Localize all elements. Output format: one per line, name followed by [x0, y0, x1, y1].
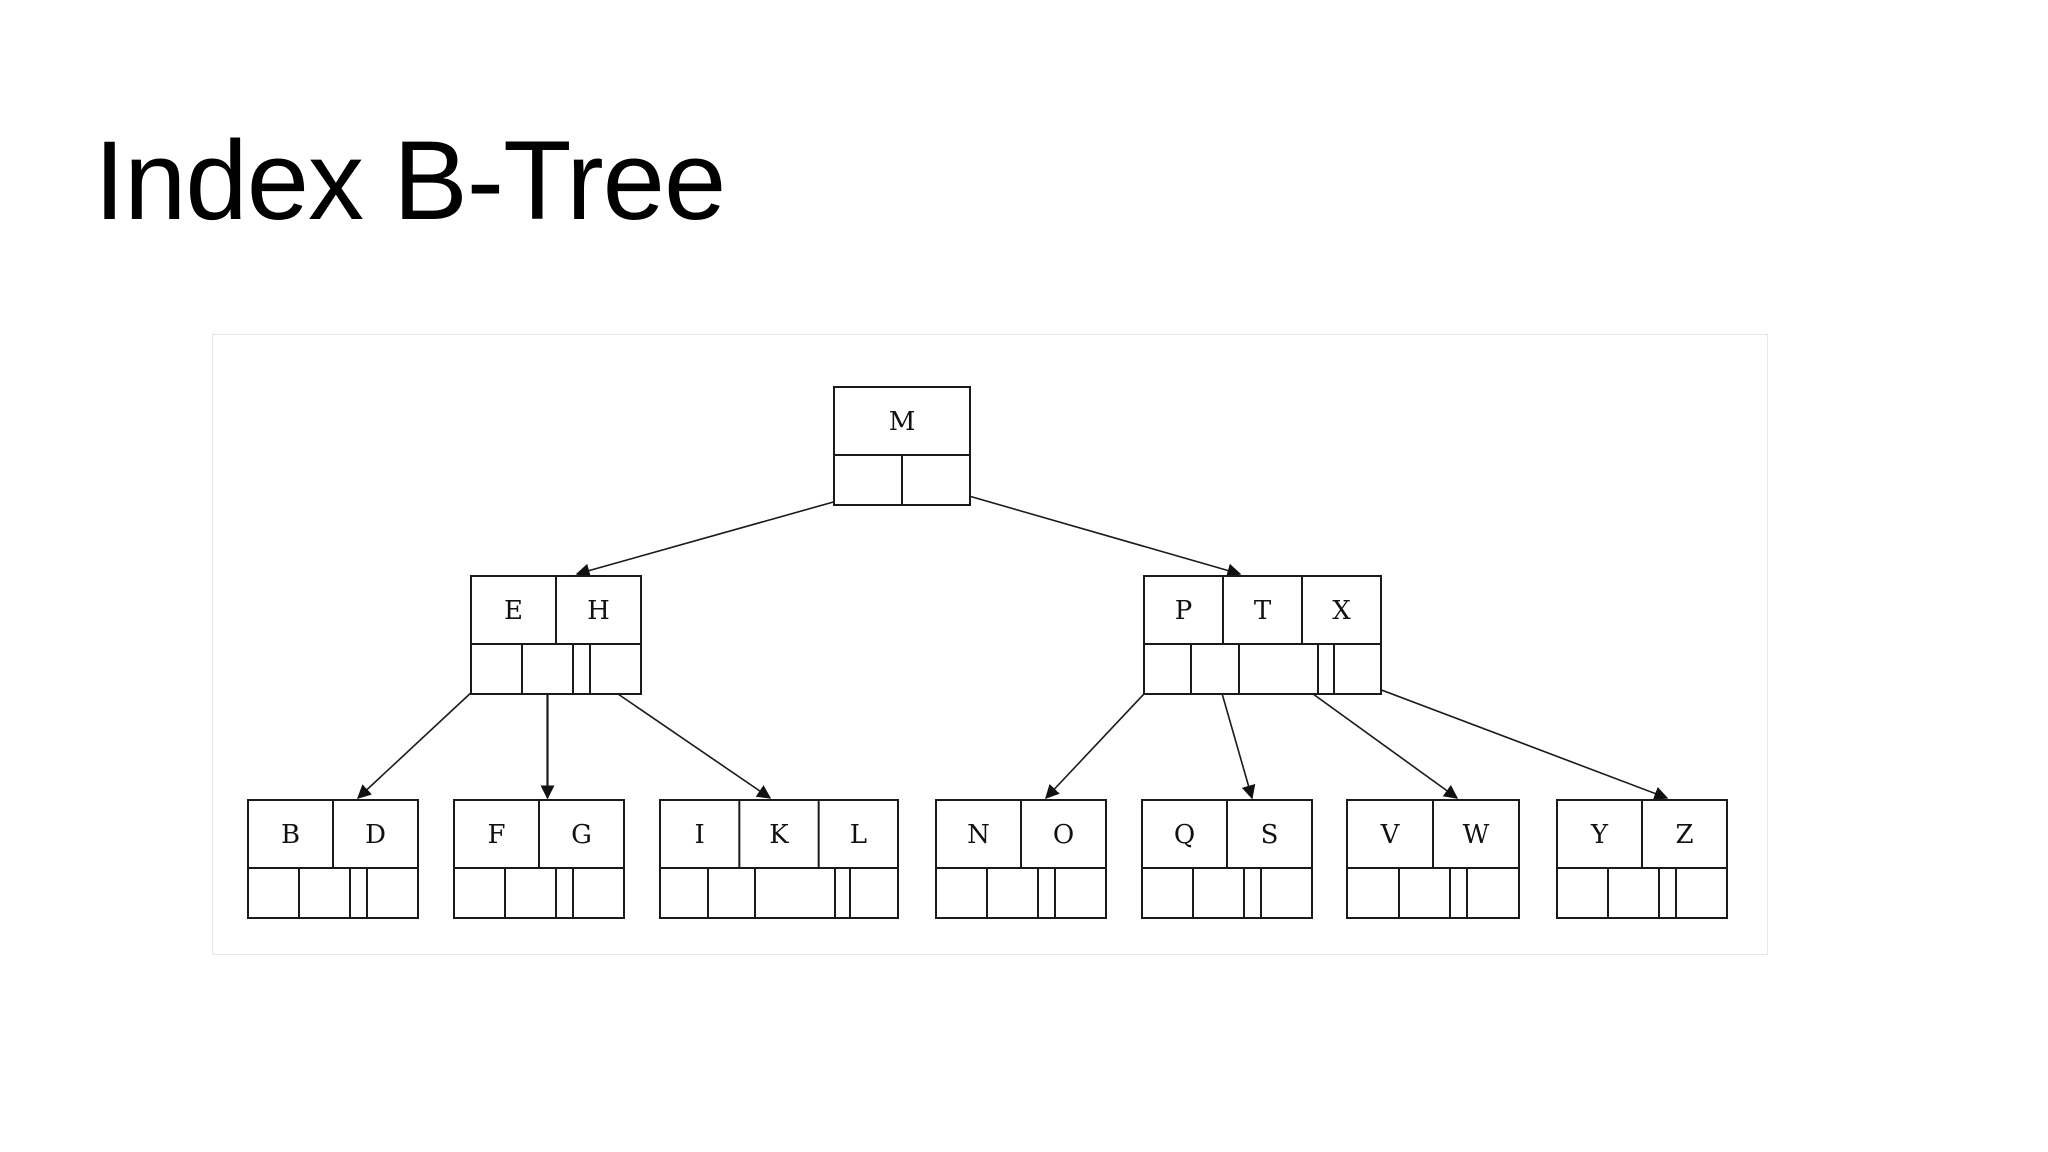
node-pointer-row	[470, 643, 642, 695]
node-key: L	[850, 820, 867, 850]
node-key-row	[659, 799, 899, 869]
node-key: Z	[1675, 820, 1693, 850]
node-pointer-row	[1346, 867, 1520, 919]
node-key: M	[889, 407, 916, 437]
node-pointer-row	[1556, 867, 1728, 919]
node-key: H	[587, 596, 610, 626]
slide-title: Index B-Tree	[94, 118, 726, 243]
node-key: X	[1332, 596, 1351, 626]
node-key: F	[487, 820, 505, 850]
node-pointer-row	[453, 867, 625, 919]
node-pointer-row	[247, 867, 419, 919]
node-pointer-row	[1141, 867, 1313, 919]
node-pointer-row	[659, 867, 899, 919]
node-key: N	[967, 820, 990, 850]
node-key: K	[769, 820, 789, 850]
tree-edge-arrow	[575, 491, 870, 578]
btree-node: M	[833, 386, 971, 506]
node-key: Q	[1174, 820, 1195, 850]
node-key: T	[1254, 596, 1272, 626]
node-key: E	[504, 596, 523, 626]
tree-edge-arrow	[1325, 668, 1669, 801]
node-key: I	[695, 820, 705, 850]
node-key: Y	[1590, 820, 1609, 850]
node-key-row	[833, 386, 971, 456]
node-pointer-row	[935, 867, 1107, 919]
node-key: O	[1053, 820, 1074, 850]
tree-edge-arrow	[954, 491, 1242, 578]
node-key: V	[1380, 820, 1401, 850]
node-key: D	[365, 820, 386, 850]
node-key: P	[1175, 596, 1193, 626]
node-key: G	[571, 820, 592, 850]
node-key-row	[1143, 575, 1382, 645]
node-key: S	[1261, 820, 1279, 850]
node-pointer-row	[1143, 643, 1382, 695]
node-key: B	[281, 820, 300, 850]
node-key: W	[1463, 820, 1490, 850]
